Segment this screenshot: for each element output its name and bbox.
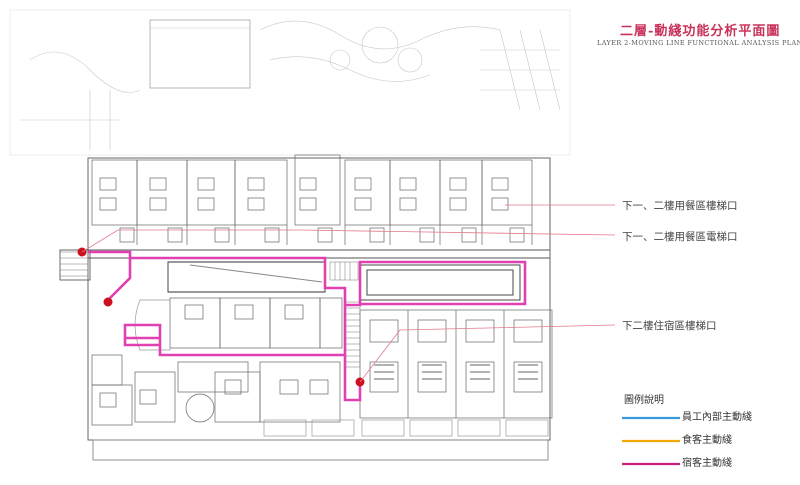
callout-stair-dining: 下一、二樓用餐區樓梯口: [622, 200, 738, 212]
page-subtitle: LAYER 2-MOVING LINE FUNCTIONAL ANALYSIS …: [597, 39, 800, 47]
upper-room-row: [91, 154, 533, 245]
page-title: 二層-動綫功能分析平面圖: [620, 24, 781, 39]
leader-line-stair-lodging: [359, 324, 616, 383]
building-outline: [59, 157, 551, 461]
callout-elevator-dining: 下一、二樓用餐區電梯口: [622, 231, 738, 243]
middle-room-row: [134, 297, 343, 351]
stair-marker-mid: [103, 297, 113, 307]
legend-item-guest: 宿客主動綫: [682, 458, 732, 469]
callout-stair-lodging: 下二樓住宿區樓梯口: [622, 320, 717, 332]
site-context: [9, 9, 571, 156]
stair-markers: [77, 247, 365, 387]
legend-item-diner: 食客主動綫: [682, 435, 732, 446]
leader-line-elevator-dining: [81, 229, 616, 253]
legend-swatches: [622, 416, 680, 466]
lower-right-rooms: [263, 309, 553, 437]
light-wells: [167, 261, 521, 301]
callout-leaders: [81, 204, 616, 383]
legend-title: 圖例說明: [624, 395, 664, 406]
guest-circulation-path: [88, 250, 527, 402]
stair-cores: [59, 251, 361, 368]
legend-item-staff: 員工內部主動綫: [682, 412, 752, 423]
lower-left-rooms: [91, 354, 341, 426]
